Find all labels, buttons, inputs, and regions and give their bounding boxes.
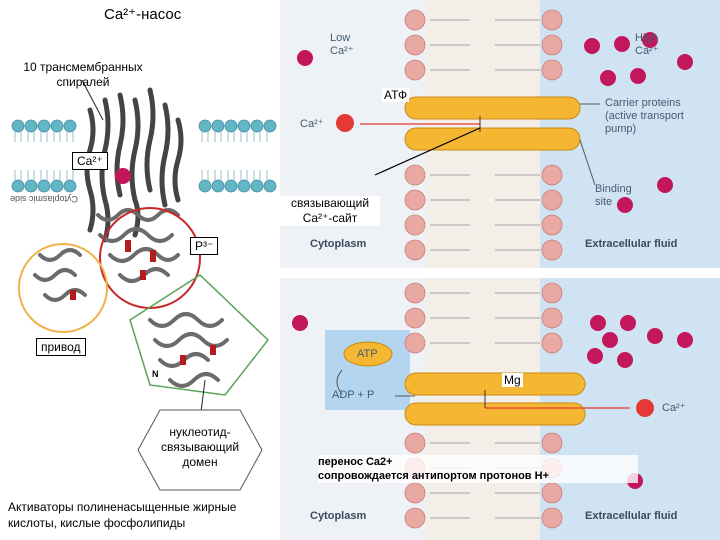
carrier-protein-bottom <box>405 128 580 150</box>
ca-ion-marker <box>115 168 131 184</box>
high-ca-label: High Ca²⁺ <box>635 32 659 58</box>
atp-label: ATP <box>357 348 378 360</box>
helices-label: 10 трансмембранных спиралей <box>8 60 158 90</box>
actuator-domain-circle <box>19 244 107 332</box>
ca-label: Ca²⁺ <box>72 152 108 170</box>
binding-site-label: Binding site <box>595 183 632 209</box>
cytoplasmic-side-label: Cytoplasmic side <box>10 194 78 204</box>
bilayer-left <box>12 120 276 192</box>
low-ca-label: Low Ca²⁺ <box>330 32 354 58</box>
left-panel: Ca²⁺-насос 10 трансмембранных спиралей C… <box>0 0 280 540</box>
adp-label: ADP + P <box>332 389 374 402</box>
bottom-panel: ATP ADP + P Mg Ca²⁺ перенос Ca2+ сопрово… <box>280 278 720 540</box>
carrier-protein-bottom-2 <box>405 403 585 425</box>
top-panel: Low Ca²⁺ High Ca²⁺ АТФ Ca²⁺ Carrier prot… <box>280 0 720 268</box>
n-label: N <box>152 369 159 379</box>
binding-ru-label: связывающий Ca²⁺-сайт <box>280 196 380 226</box>
p-label: P³⁻ <box>190 237 218 255</box>
carrier-label: Carrier proteins (active transport pump) <box>605 97 684 136</box>
ca-ion-red <box>336 114 354 132</box>
cytoplasm-label-top: Cytoplasm <box>310 238 366 250</box>
carrier-protein-top-2 <box>405 373 585 395</box>
mg-label: Mg <box>502 373 523 387</box>
ca-ion-label-bottom: Ca²⁺ <box>662 402 686 415</box>
extracellular-label-bottom: Extracellular fluid <box>585 510 677 522</box>
ca-ion-red-released <box>636 399 654 417</box>
drive-label: привод <box>36 338 86 356</box>
extracellular-label-top: Extracellular fluid <box>585 238 677 250</box>
nucleotide-label: нуклеотид- связывающий домен <box>140 425 260 470</box>
cytoplasm-label-bottom: Cytoplasm <box>310 510 366 522</box>
bottom-membrane <box>280 278 720 540</box>
transfer-note: перенос Ca2+ сопровождается антипортом п… <box>318 455 638 483</box>
carrier-protein-top <box>405 97 580 119</box>
atf-label: АТФ <box>382 88 409 102</box>
activators-text: Активаторы полиненасыщенные жирные кисло… <box>8 499 283 531</box>
ca-ion-label-top: Ca²⁺ <box>300 118 324 131</box>
pump-title: Ca²⁺-насос <box>104 5 181 23</box>
